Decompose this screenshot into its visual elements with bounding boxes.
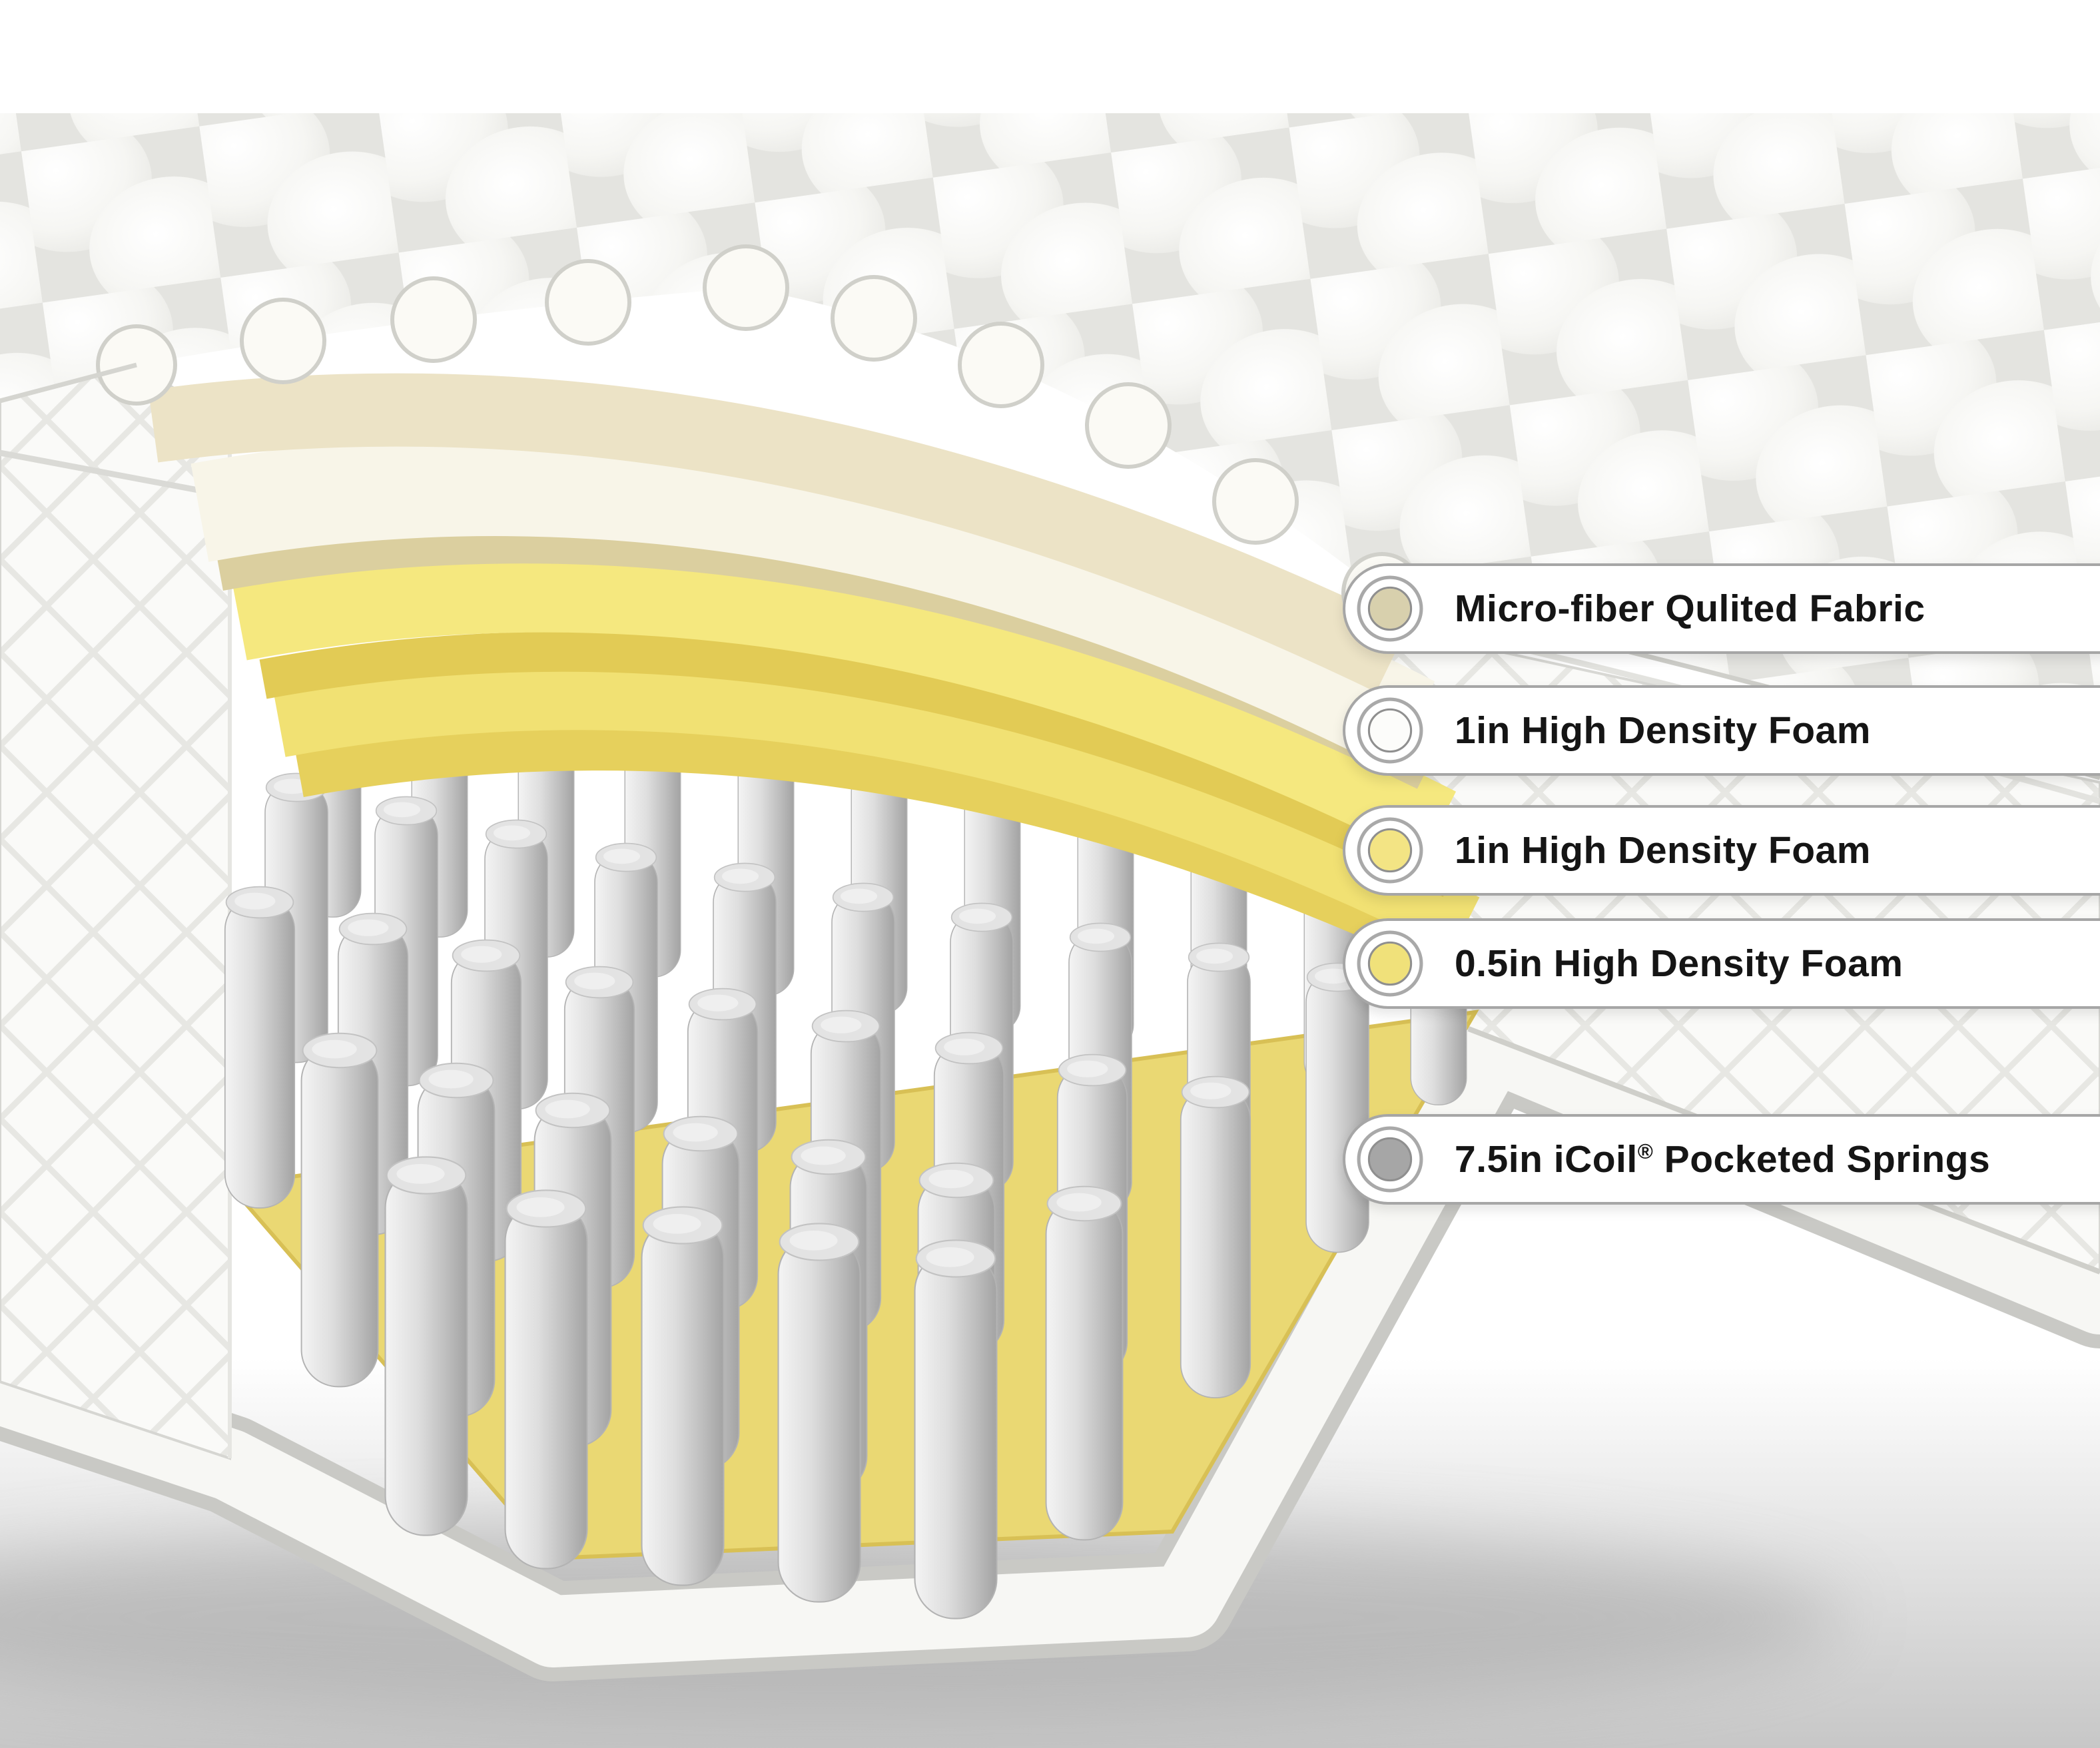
- foam-half-inch-edge: [296, 727, 1485, 986]
- foam-half-inch-top: [274, 667, 1480, 954]
- fabric-underside-fuzz: [148, 373, 1408, 693]
- mattress-bottom-border: [0, 996, 2100, 1681]
- foam-1in-lower-edge: [259, 631, 1461, 897]
- cut-foam-layers: [148, 373, 1485, 986]
- scalloped-fabric-edge: [96, 244, 1423, 633]
- foam-1in-lower-top: [232, 555, 1457, 860]
- foam-1in-top-surface: [190, 436, 1435, 770]
- left-side-panel: [0, 363, 232, 1460]
